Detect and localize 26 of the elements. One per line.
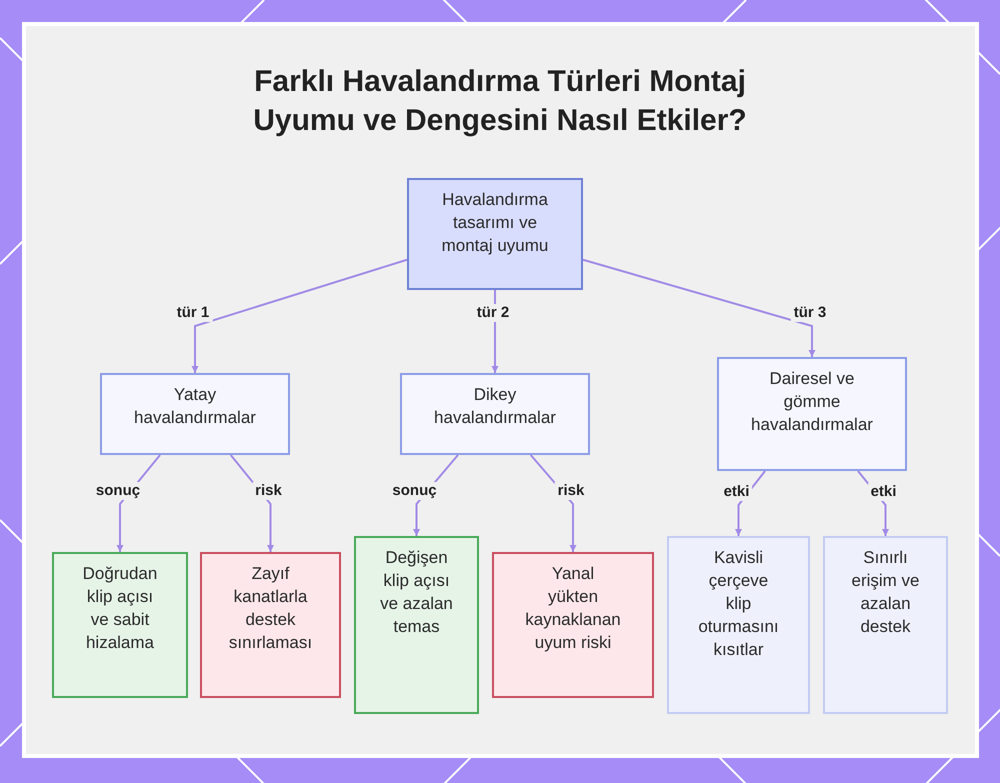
edge-label: risk	[554, 482, 588, 500]
edge-label: tür 1	[174, 304, 212, 322]
category-box	[400, 373, 590, 455]
node-text: Havalandırma tasarımı ve montaj uyumu	[440, 189, 550, 257]
node-text: Yatay havalandırmalar	[133, 384, 257, 429]
topic-box	[407, 178, 583, 290]
outcome-box	[52, 552, 188, 698]
node-text: Dikey havalandırmalar	[433, 384, 557, 429]
node-text: Zayıf kanatlarla destek sınırlaması	[228, 563, 314, 654]
risk-box	[492, 552, 654, 698]
node-text: Doğrudan klip açısı ve sabit hizalama	[82, 563, 158, 654]
outcome-box	[354, 536, 479, 714]
connector-arrow	[582, 258, 816, 357]
node-text: Değişen klip açısı ve azalan temas	[379, 547, 454, 638]
connector-arrow	[192, 258, 408, 373]
category-box	[100, 373, 290, 455]
node-text: Yanal yükten kaynaklanan uyum riski	[524, 563, 622, 654]
diagram-title: Farklı Havalandırma Türleri Montaj Uyumu ve Dengesini Nasıl Etkiler?	[252, 64, 748, 139]
node-text: Kavisli çerçeve klip oturmasını kısıtlar	[697, 547, 780, 661]
category-box	[717, 357, 907, 471]
edge-label: risk	[252, 482, 285, 500]
effect-box	[667, 536, 810, 714]
node-text: Dairesel ve gömme havalandırmalar	[750, 368, 874, 436]
risk-box	[200, 552, 341, 698]
node-text: Sınırlı erişim ve azalan destek	[850, 547, 920, 638]
effect-box	[823, 536, 948, 714]
